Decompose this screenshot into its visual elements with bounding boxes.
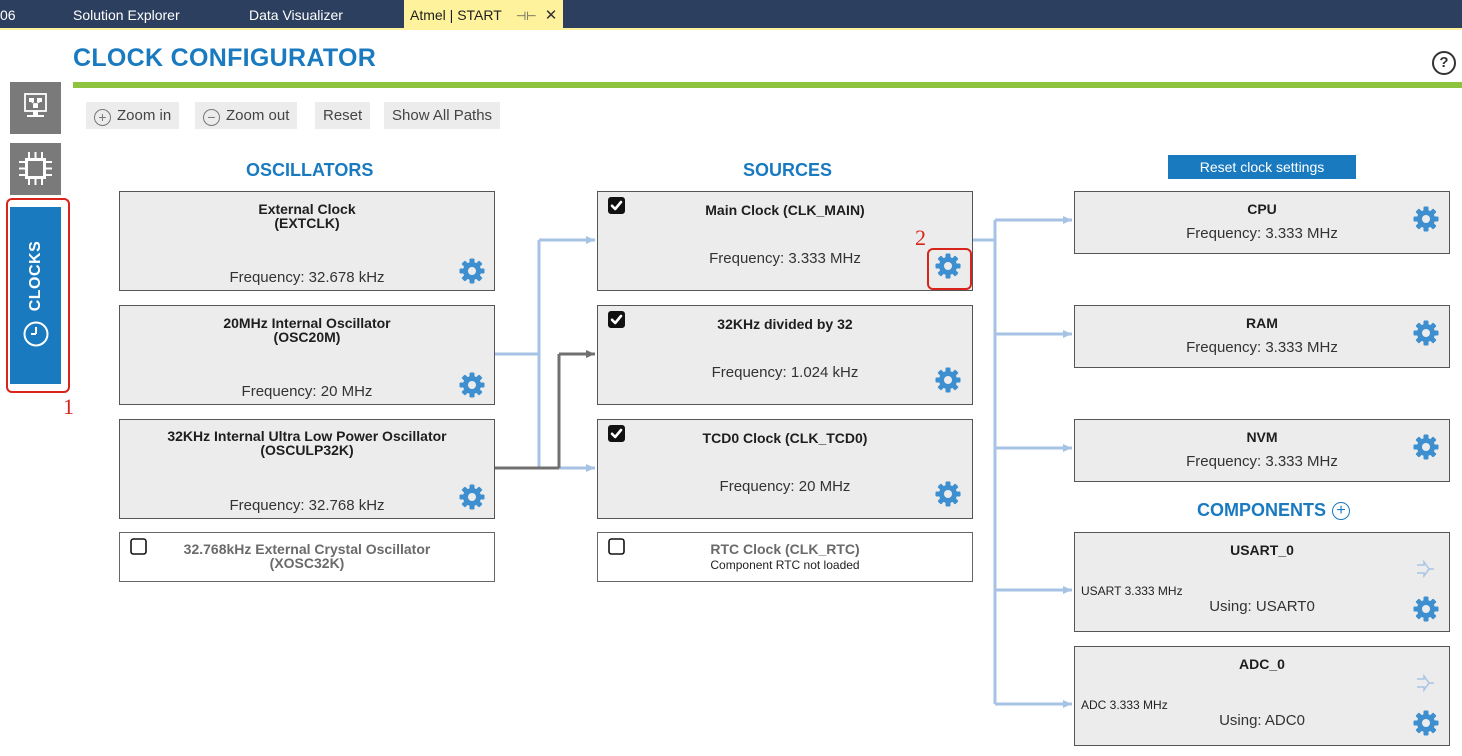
oscillator-extclk[interactable]: External Clock (EXTCLK) Frequency: 32.67…: [119, 191, 495, 291]
source-title: RTC Clock (CLK_RTC): [710, 541, 860, 557]
output-cpu[interactable]: CPU Frequency: 3.333 MHz: [1074, 191, 1450, 254]
output-title: NVM: [1246, 429, 1278, 445]
tab-atmel-start-label: Atmel | START: [410, 7, 502, 23]
reset-clock-settings-button[interactable]: Reset clock settings: [1168, 155, 1356, 179]
component-title: ADC_0: [1239, 656, 1285, 672]
clock-icon: [23, 321, 49, 347]
gear-icon[interactable]: [1413, 596, 1439, 622]
dashboard-view-button[interactable]: [10, 82, 61, 134]
help-icon[interactable]: ?: [1432, 51, 1456, 75]
output-frequency: Frequency: 3.333 MHz: [1186, 339, 1338, 356]
output-frequency: Frequency: 3.333 MHz: [1186, 453, 1338, 470]
oscillator-subtitle: (XOSC32K): [269, 555, 345, 571]
source-title: 32KHz divided by 32: [717, 316, 853, 332]
component-using: Using: ADC0: [1219, 712, 1305, 729]
oscillator-title: 32KHz Internal Ultra Low Power Oscillato…: [167, 428, 447, 444]
source-frequency: Frequency: 20 MHz: [719, 478, 851, 495]
tab-partial[interactable]: 06: [0, 7, 16, 23]
oscillator-frequency: Frequency: 32.768 kHz: [229, 497, 385, 514]
page-title: CLOCK CONFIGURATOR: [73, 44, 377, 72]
gear-icon[interactable]: [1413, 320, 1439, 346]
gear-icon[interactable]: [935, 367, 961, 393]
oscillator-subtitle: (OSC20M): [273, 329, 341, 345]
output-title: RAM: [1246, 315, 1278, 331]
gear-icon[interactable]: [1413, 206, 1439, 232]
show-all-paths-button[interactable]: Show All Paths: [384, 102, 501, 129]
connector-icon[interactable]: [1415, 559, 1435, 579]
output-ram[interactable]: RAM Frequency: 3.333 MHz: [1074, 305, 1450, 368]
source-clk-rtc[interactable]: RTC Clock (CLK_RTC) Component RTC not lo…: [597, 532, 973, 582]
output-nvm[interactable]: NVM Frequency: 3.333 MHz: [1074, 419, 1450, 482]
pin-icon[interactable]: ⊣⊢: [515, 9, 537, 23]
close-tab-icon[interactable]: ✕: [544, 7, 558, 24]
component-adc0[interactable]: ADC_0 ADC 3.333 MHz Using: ADC0: [1074, 646, 1450, 746]
oscillator-title: External Clock: [258, 201, 356, 217]
oscillator-subtitle: (EXTCLK): [274, 215, 340, 231]
source-clk-main[interactable]: Main Clock (CLK_MAIN) Frequency: 3.333 M…: [597, 191, 973, 291]
gear-icon[interactable]: [935, 481, 961, 507]
tab-solution-explorer[interactable]: Solution Explorer: [73, 7, 180, 23]
oscillator-frequency: Frequency: 20 MHz: [241, 383, 373, 400]
chip-icon: [19, 152, 52, 185]
gear-icon[interactable]: [459, 484, 485, 510]
reset-view-button[interactable]: Reset: [315, 102, 371, 129]
oscillator-frequency: Frequency: 32.678 kHz: [229, 269, 385, 286]
monitor-icon: [24, 93, 47, 117]
oscillator-subtitle: (OSCULP32K): [260, 442, 354, 458]
gear-icon[interactable]: [459, 258, 485, 284]
title-divider: [73, 82, 1462, 88]
oscillator-osculp32k[interactable]: 32KHz Internal Ultra Low Power Oscillato…: [119, 419, 495, 519]
annotation-box-2: [927, 248, 972, 290]
pinmux-view-button[interactable]: [10, 143, 61, 195]
zoom-out-label: Zoom out: [226, 107, 290, 124]
annotation-label-1: 1: [63, 394, 74, 419]
component-frequency: USART 3.333 MHz: [1081, 584, 1183, 598]
oscillator-xosc32k[interactable]: 32.768kHz External Crystal Oscillator (X…: [119, 532, 495, 582]
tab-underline: [0, 28, 1462, 30]
document-tab-bar: 06 Solution Explorer Data Visualizer Atm…: [0, 0, 1462, 28]
source-32khz-div32[interactable]: 32KHz divided by 32 Frequency: 1.024 kHz: [597, 305, 973, 405]
minus-circle-icon: −: [203, 109, 220, 126]
tab-atmel-start[interactable]: Atmel | START ⊣⊢ ✕: [404, 0, 564, 28]
components-heading-label: COMPONENTS: [1197, 500, 1327, 520]
plus-circle-icon: +: [94, 109, 111, 126]
oscillator-osc20m[interactable]: 20MHz Internal Oscillator (OSC20M) Frequ…: [119, 305, 495, 405]
connector-icon[interactable]: [1415, 673, 1435, 693]
source-note: Component RTC not loaded: [710, 558, 860, 572]
oscillator-title: 32.768kHz External Crystal Oscillator: [183, 541, 431, 557]
output-frequency: Frequency: 3.333 MHz: [1186, 225, 1338, 242]
component-usart0[interactable]: USART_0 USART 3.333 MHz Using: USART0: [1074, 532, 1450, 632]
source-title: TCD0 Clock (CLK_TCD0): [702, 430, 868, 446]
source-frequency: Frequency: 3.333 MHz: [709, 250, 861, 267]
component-frequency: ADC 3.333 MHz: [1081, 698, 1168, 712]
clocks-view-tab[interactable]: CLOCKS: [10, 207, 61, 384]
source-frequency: Frequency: 1.024 kHz: [711, 364, 859, 381]
oscillator-title: 20MHz Internal Oscillator: [223, 315, 391, 331]
oscillators-heading: OSCILLATORS: [246, 160, 374, 180]
source-clk-tcd0[interactable]: TCD0 Clock (CLK_TCD0) Frequency: 20 MHz: [597, 419, 973, 519]
sources-heading: SOURCES: [743, 160, 833, 180]
source-title: Main Clock (CLK_MAIN): [705, 202, 865, 218]
zoom-in-button[interactable]: + Zoom in: [86, 102, 180, 129]
annotation-label-2: 2: [915, 225, 926, 250]
tab-data-visualizer[interactable]: Data Visualizer: [249, 7, 343, 23]
zoom-out-button[interactable]: −Zoom out: [195, 102, 298, 129]
component-using: Using: USART0: [1209, 598, 1315, 615]
component-title: USART_0: [1230, 542, 1294, 558]
gear-icon[interactable]: [1413, 710, 1439, 736]
gear-icon[interactable]: [1413, 434, 1439, 460]
gear-icon[interactable]: [459, 372, 485, 398]
zoom-in-label: Zoom in: [117, 107, 172, 124]
output-title: CPU: [1247, 201, 1277, 217]
add-component-icon[interactable]: +: [1332, 502, 1351, 520]
annotation-box-1: [6, 198, 70, 393]
components-heading: COMPONENTS +: [1197, 500, 1351, 521]
